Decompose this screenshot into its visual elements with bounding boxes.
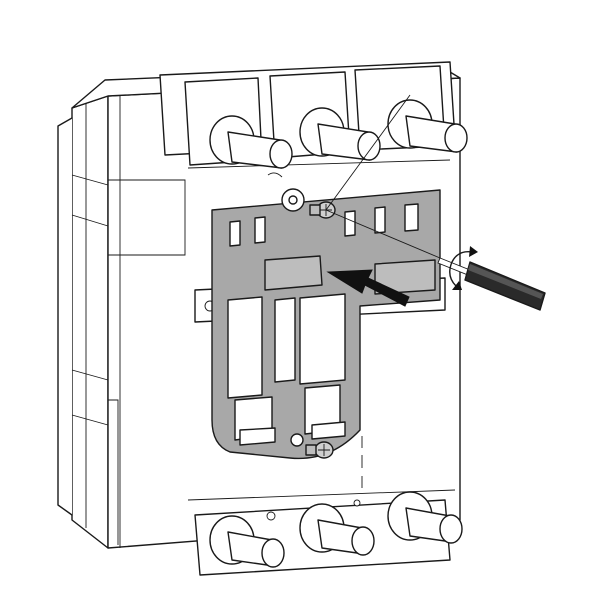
screw-bottom xyxy=(290,433,334,459)
bottom-terminal-3 xyxy=(353,491,463,544)
bottom-terminal-1 xyxy=(209,511,285,568)
top-terminal-1 xyxy=(209,115,293,169)
screwdriver xyxy=(437,257,546,311)
rotate-cw-icon xyxy=(449,246,478,290)
top-terminal-3 xyxy=(387,99,468,153)
top-terminals xyxy=(159,61,468,178)
insert-arrow xyxy=(326,269,410,307)
gray-plate xyxy=(211,189,441,488)
screw-top xyxy=(281,188,336,219)
bottom-terminals xyxy=(194,491,463,576)
bottom-terminal-2 xyxy=(299,503,375,556)
guide-lines xyxy=(325,94,441,259)
top-terminal-2 xyxy=(299,107,381,161)
